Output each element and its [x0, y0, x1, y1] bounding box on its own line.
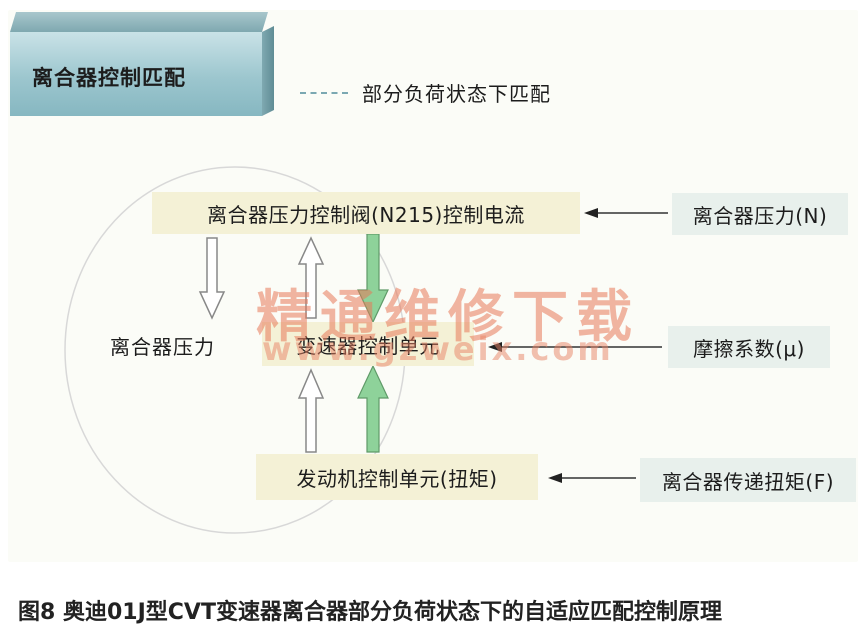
input-clutch-torque: 离合器传递扭矩(F)	[640, 458, 856, 502]
input-friction-coef: 摩擦系数(μ)	[668, 326, 830, 368]
legend-dashed-line	[300, 91, 348, 94]
green-arrow-valve-to-tcu	[357, 233, 389, 324]
node-clutch-pressure: 离合器压力	[110, 335, 215, 359]
title-block-top	[10, 12, 268, 32]
node-ecu-torque: 发动机控制单元(扭矩)	[256, 454, 538, 500]
arrow-clutch-pressure-input	[584, 208, 668, 218]
hollow-arrow-ecu-to-tcu	[297, 368, 325, 453]
node-tcu: 变速器控制单元	[262, 322, 474, 366]
input-clutch-pressure: 离合器压力(N)	[672, 193, 848, 235]
arrow-friction-input	[488, 342, 662, 352]
green-arrow-ecu-to-tcu	[357, 364, 389, 453]
legend-label: 部分负荷状态下匹配	[362, 82, 551, 106]
watermark-text: 精通维修下载	[256, 285, 640, 350]
legend: 部分负荷状态下匹配	[300, 78, 551, 107]
diagram-title: 离合器控制匹配	[32, 66, 186, 90]
hollow-arrow-tcu-to-valve	[297, 236, 325, 319]
figure-caption: 图8 奥迪01J型CVT变速器离合器部分负荷状态下的自适应匹配控制原理	[18, 600, 722, 625]
title-block	[10, 12, 274, 116]
node-valve-current: 离合器压力控制阀(N215)控制电流	[152, 192, 580, 234]
watermark-url: www.gzweix.com	[262, 330, 614, 368]
title-block-side	[262, 26, 274, 116]
title-block-front	[10, 32, 262, 116]
hollow-arrow-valve-to-pressure	[198, 237, 226, 320]
arrow-torque-input	[548, 473, 636, 483]
